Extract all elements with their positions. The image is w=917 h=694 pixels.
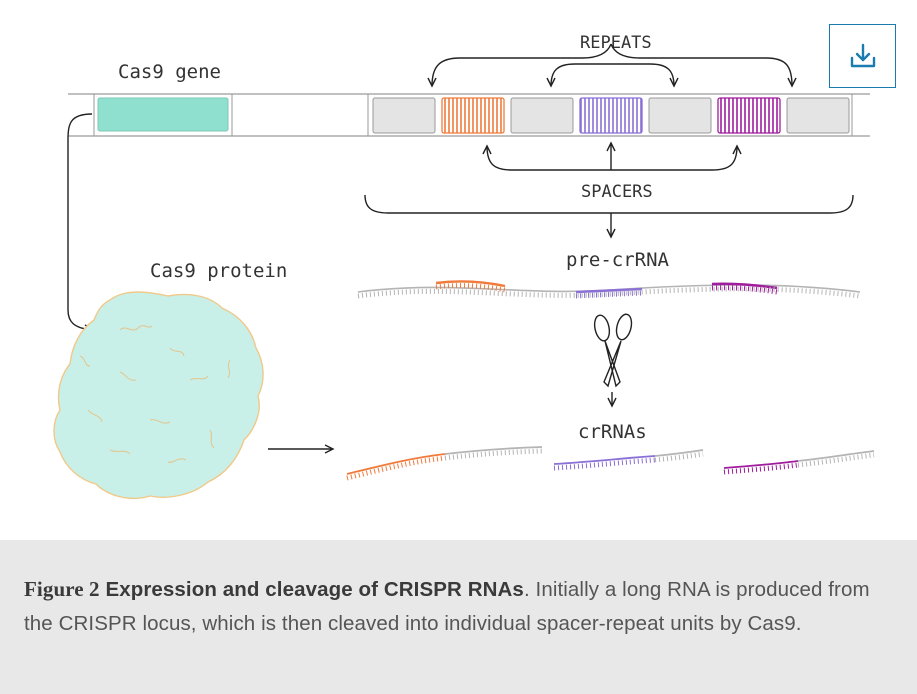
cas9-gene-box	[97, 97, 229, 132]
cas9-protein-label: Cas9 protein	[150, 260, 287, 282]
protein-to-crrna-arrow	[268, 444, 335, 454]
caption-title: Expression and cleavage of CRISPR RNAs	[105, 578, 524, 601]
pre-crrna-label: pre-crRNA	[566, 249, 670, 271]
pre-crrna-strand	[357, 280, 861, 299]
crrna-orange	[346, 446, 543, 481]
cas9-protein-blob	[53, 291, 264, 500]
caption-text: Figure 2 Expression and cleavage of CRIS…	[24, 572, 893, 641]
spacer-box-purple	[579, 97, 643, 134]
repeat-box	[510, 97, 574, 134]
spacer-box-orange	[441, 97, 505, 134]
spacers-bracket	[482, 141, 742, 171]
crispr-locus	[68, 93, 870, 137]
cas9-gene-label: Cas9 gene	[118, 61, 221, 83]
repeats-bracket	[427, 43, 797, 88]
repeats-label: REPEATS	[580, 33, 652, 53]
figure-area: Cas9 gene REPEATS SPACERS pre-crRNA Cas9…	[53, 24, 896, 500]
gene-to-protein-arrow	[67, 113, 96, 336]
download-icon	[850, 43, 875, 68]
crrna-magenta	[723, 450, 875, 475]
spacer-box-magenta	[717, 97, 781, 134]
figure-caption: Figure 2 Expression and cleavage of CRIS…	[0, 540, 917, 694]
protein-texture	[79, 325, 231, 463]
download-button[interactable]	[829, 24, 896, 88]
repeat-box	[372, 97, 436, 134]
repeat-box	[648, 97, 712, 134]
spacers-label: SPACERS	[581, 182, 653, 202]
caption-label: Figure 2	[24, 577, 100, 601]
scissors-icon	[593, 313, 633, 408]
crrna-purple	[553, 449, 704, 471]
crispr-diagram: Cas9 gene REPEATS SPACERS pre-crRNA Cas9…	[53, 33, 875, 500]
caption-body: . Initially a long RNA is produced from …	[24, 578, 870, 635]
crrnas-label: crRNAs	[578, 421, 647, 443]
locus-bracket	[364, 194, 854, 239]
repeat-box	[786, 97, 850, 134]
